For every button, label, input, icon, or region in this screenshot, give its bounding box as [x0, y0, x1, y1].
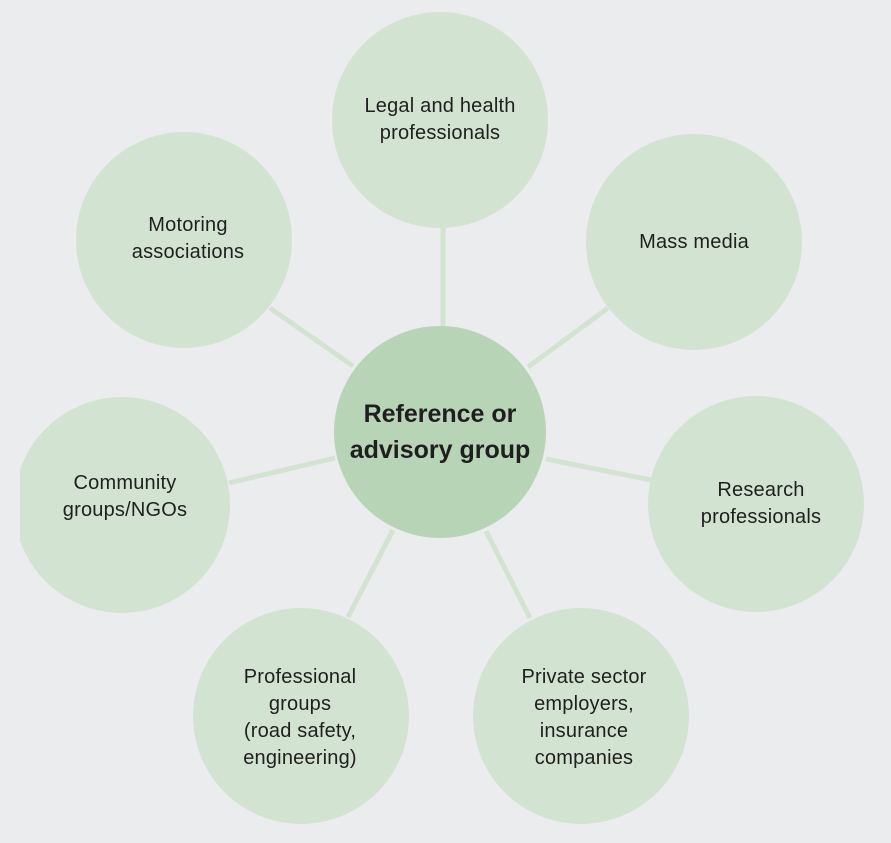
node-circle-research	[648, 396, 864, 612]
node-label-professional-groups: Professional groups (road safety, engine…	[243, 666, 357, 769]
center-circle	[334, 326, 546, 538]
connector-motoring	[268, 305, 355, 369]
node-label-research: Research professionals	[700, 479, 822, 528]
node-label-community: Community groups/NGOs	[62, 472, 188, 521]
node-circle-mass-media	[586, 134, 802, 350]
connector-research	[545, 456, 652, 483]
connector-community	[228, 455, 336, 486]
node-label-mass-media: Mass media	[639, 230, 749, 253]
left-crop-band	[0, 380, 20, 630]
node-label-private-sector: Private sector employers, insurance comp…	[521, 666, 647, 769]
node-label-motoring: Motoring associations	[131, 214, 245, 263]
outer-circles	[14, 12, 864, 824]
node-circle-professional-groups	[193, 608, 409, 824]
node-circle-private-sector	[473, 608, 689, 824]
node-circle-community	[14, 397, 230, 613]
connector-professional-groups	[345, 528, 396, 619]
connector-mass-media	[526, 305, 610, 370]
center-label: Reference or advisory group	[349, 400, 531, 464]
node-circle-motoring	[76, 132, 292, 348]
node-circle-legal-health	[332, 12, 548, 228]
connectors	[228, 228, 652, 620]
connector-private-sector	[483, 529, 533, 620]
node-label-legal-health: Legal and health professionals	[364, 95, 516, 144]
